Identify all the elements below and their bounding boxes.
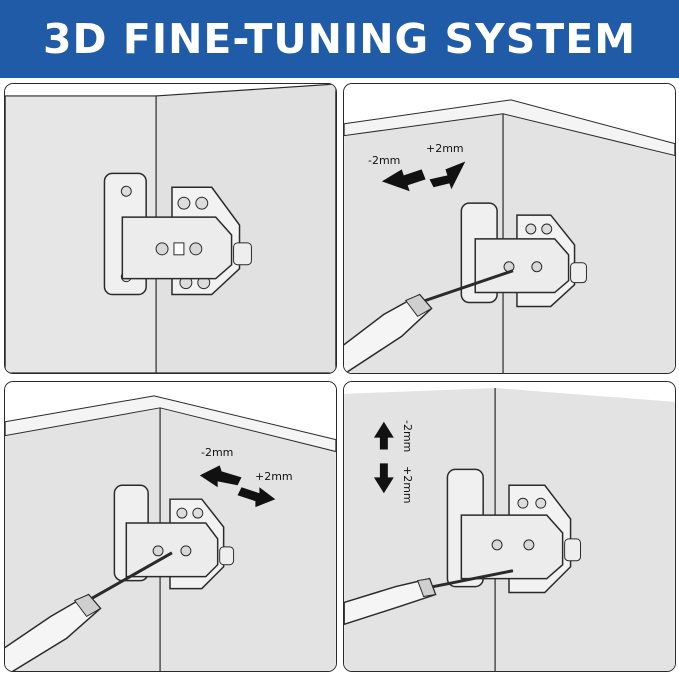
- left-arrow-icon: [199, 465, 242, 488]
- screwdriver-icon: [344, 569, 514, 626]
- panel-height-adjustment: -2mm +2mm: [343, 381, 676, 672]
- minus-2mm-label: -2mm: [201, 446, 234, 459]
- cabinet-scene: [5, 382, 336, 671]
- minus-2mm-label: -2mm: [401, 420, 414, 453]
- plus-2mm-label: +2mm: [401, 466, 414, 504]
- cabinet-scene: [344, 382, 675, 671]
- hinge-icon: [460, 202, 587, 308]
- page-title: 3D FINE-TUNING SYSTEM: [43, 15, 636, 63]
- panel-side-adjustment: -2mm +2mm: [343, 83, 676, 374]
- hinge-icon: [446, 468, 582, 594]
- minus-2mm-label: -2mm: [368, 154, 401, 167]
- screwdriver-icon: [5, 551, 173, 671]
- screwdriver-icon: [344, 269, 514, 373]
- right-arrow-icon: [237, 487, 276, 508]
- hinge-icon: [113, 484, 235, 590]
- cabinet-scene: [344, 84, 675, 373]
- up-arrow-icon: [373, 421, 394, 450]
- panel-depth-adjustment: -2mm +2mm: [4, 381, 337, 672]
- plus-2mm-label: +2mm: [426, 142, 464, 155]
- right-arrow-icon: [429, 161, 466, 190]
- left-arrow-icon: [381, 169, 426, 192]
- down-arrow-icon: [373, 463, 394, 494]
- panel-hinge-overview: [4, 83, 337, 374]
- title-banner: 3D FINE-TUNING SYSTEM: [0, 0, 679, 78]
- cabinet-scene: [5, 84, 336, 373]
- plus-2mm-label: +2mm: [255, 470, 293, 483]
- hinge-icon: [103, 172, 252, 296]
